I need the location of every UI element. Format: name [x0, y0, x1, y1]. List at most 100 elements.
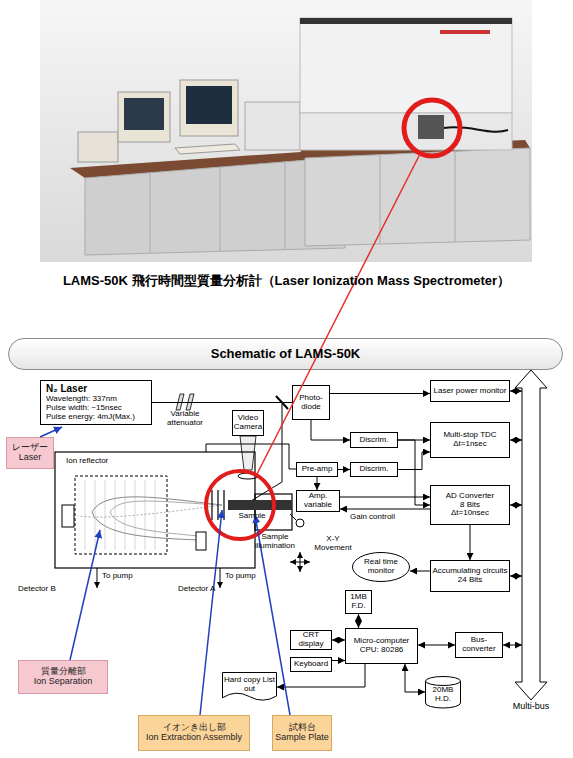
lamp-beam — [290, 514, 296, 520]
signal-connector — [470, 525, 471, 560]
monitor-screen — [124, 98, 164, 130]
monitor-screen — [186, 86, 232, 124]
signal-connector — [510, 505, 522, 506]
node-text: レーザー — [12, 443, 48, 453]
node-text: Laser — [19, 453, 42, 463]
node-text: CPU: 80286 — [360, 646, 404, 655]
leader-arrow — [40, 427, 62, 437]
bus-arrow: Multi-bus — [522, 380, 540, 690]
preamp-box: Pre-amp — [296, 462, 338, 477]
signal-connector — [311, 420, 350, 440]
part-label: Sample illumination — [248, 533, 302, 551]
node-text: Δt=10nsec — [451, 509, 489, 518]
node-text: Hard copy List out — [222, 676, 277, 694]
callout-box: イオンき出し部Ion Extraction Assembly — [138, 715, 250, 751]
signal-connector — [510, 440, 522, 441]
leader-arrow — [70, 530, 100, 660]
sample-holder — [228, 500, 292, 510]
node-text: Sample Plate — [275, 733, 329, 743]
node-text: Photo-diode — [293, 394, 329, 412]
highlight-circle — [206, 471, 274, 539]
part-label: Ion reflector — [66, 457, 136, 466]
reflector-grid — [85, 480, 155, 550]
lamp-symbol — [296, 519, 304, 527]
node-text: Keyboard — [294, 660, 328, 669]
part-label: To pump — [225, 572, 265, 581]
cabinet-line — [220, 167, 221, 251]
computer-box: Micro-computerCPU: 80286 — [345, 628, 418, 664]
signal-connector — [398, 440, 430, 505]
node-text: CRT display — [291, 631, 331, 649]
amplifier-box: Amp. variable — [296, 490, 340, 512]
double-arrow — [515, 370, 547, 700]
cabinet-line — [285, 162, 286, 250]
callout-box: 質量分離部Ion Separation — [18, 660, 108, 694]
monitor-case — [180, 80, 238, 136]
node-text: Discrim. — [360, 465, 389, 474]
signal-connector — [340, 497, 430, 498]
node-text: Pulse energy: 4mJ(Max.) — [46, 413, 135, 422]
signal-connector — [317, 477, 318, 490]
node-text: AD Converter — [446, 492, 494, 501]
monitor-case — [118, 92, 170, 142]
node-text: 20MB H.D. — [425, 686, 461, 704]
instrument-stripe — [300, 18, 512, 24]
part-label: To pump — [102, 572, 142, 581]
signal-connector — [332, 640, 345, 641]
ion-path — [78, 505, 222, 517]
display-box: CRT display — [290, 630, 332, 650]
signal-connector — [277, 664, 365, 687]
converter-box: Bus-converter — [455, 632, 503, 658]
signal-connector — [503, 645, 522, 646]
pointer-line — [257, 154, 420, 474]
signal-connector — [332, 660, 345, 661]
node-text: イオンき出し部 — [163, 723, 226, 733]
photo-background — [40, 0, 532, 262]
edge-label: Gain controll — [350, 513, 395, 522]
signal-connector — [510, 576, 522, 577]
node-text: Pulse width: ~15nsec — [46, 404, 122, 413]
ion-source-box — [418, 115, 444, 139]
signal-connector — [510, 391, 522, 392]
adc-box: AD Converter8 BitsΔt=10nsec — [430, 485, 510, 525]
node-text: Real time monitor — [352, 558, 410, 576]
node-text: Wavelength: 337nm — [46, 395, 117, 404]
part-label: Detector A — [178, 585, 228, 594]
leader-arrow — [200, 510, 222, 715]
node-text: Δt=1nsec — [453, 440, 487, 449]
xy-arrow — [300, 552, 301, 572]
node-text: Pre-amp — [302, 465, 333, 474]
signal-connector — [152, 402, 292, 403]
keyboard — [175, 144, 240, 154]
monitor-box: Laser power monitor — [430, 380, 510, 402]
cabinet-line — [455, 152, 456, 242]
cabinet-line — [150, 173, 151, 253]
signal-connector — [398, 452, 430, 470]
cable — [444, 127, 508, 132]
bus-outline — [522, 380, 540, 690]
instrument-cabinet — [300, 18, 512, 113]
vacuum-chamber — [55, 452, 255, 568]
part-label: X-Y Movement — [312, 535, 354, 553]
document-shape: Hard copy List out — [222, 672, 277, 702]
pump-arrow — [220, 568, 221, 588]
node-text: Discrim. — [360, 436, 389, 445]
node-text: 24 Bits — [458, 576, 482, 585]
discriminator-box: Discrim. — [350, 462, 398, 477]
laser-box: N₂ LaserWavelength: 337nmPulse width: ~1… — [40, 380, 152, 425]
ion-reflector — [75, 476, 167, 554]
pump-arrow — [97, 568, 98, 588]
node-text: 質量分離部 — [41, 667, 86, 677]
node-text: Multi-stop TDC — [443, 431, 496, 440]
node-text: Laser power monitor — [434, 387, 507, 396]
node-text: Micro-computer — [354, 637, 410, 646]
instrument-badge — [440, 30, 490, 34]
node-text: Video Camera — [233, 414, 263, 432]
cylinder-top — [426, 677, 461, 686]
ellipse-outline — [353, 553, 410, 582]
desk-cabinet — [305, 148, 530, 246]
node-text: Schematic of LAMS-50K — [211, 347, 361, 361]
document-outline — [223, 673, 277, 701]
node-text: Bus-converter — [456, 636, 502, 654]
